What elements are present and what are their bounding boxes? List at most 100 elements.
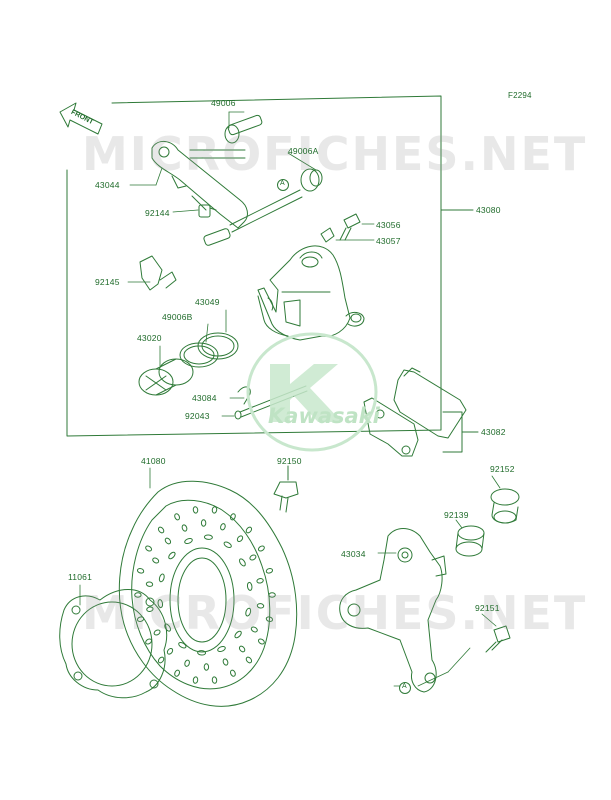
caliper-assembly-outline — [66, 95, 442, 437]
ref-mark-a-top: A — [280, 180, 285, 187]
kawasaki-logo-watermark — [246, 332, 378, 452]
disc-hole — [174, 669, 181, 677]
disc-hole — [197, 650, 207, 656]
disc-cooling-holes — [134, 506, 276, 684]
disc-hole — [236, 535, 244, 543]
part-label-43020: 43020 — [137, 333, 162, 343]
disc-hole — [229, 669, 236, 677]
slide-pin-upper — [224, 114, 263, 144]
disc-hole — [211, 506, 218, 514]
disc-hole — [181, 524, 188, 532]
disc-hole — [256, 578, 264, 584]
part-label-92151: 92151 — [475, 603, 500, 613]
part-label-92043: 92043 — [185, 411, 210, 421]
disc-hole — [178, 641, 187, 649]
caliper-bracket — [151, 141, 248, 229]
part-label-11061: 11061 — [68, 572, 93, 582]
disc-hole — [268, 592, 276, 598]
part-label-49006B: 49006B — [162, 312, 193, 322]
disc-hole — [157, 656, 165, 664]
disc-hole — [203, 663, 210, 671]
figure-code: F2294 — [508, 91, 532, 100]
disc-hole — [265, 568, 274, 574]
disc-hole — [257, 545, 265, 552]
piston — [138, 358, 194, 396]
disc-hole — [220, 523, 226, 531]
part-label-43057: 43057 — [376, 236, 401, 246]
disc-hole — [245, 526, 253, 534]
part-label-43049: 43049 — [195, 297, 220, 307]
disc-hole — [136, 568, 145, 574]
part-label-43056: 43056 — [376, 220, 401, 230]
caliper-holder — [339, 528, 447, 693]
bleed-cap — [320, 227, 335, 243]
disc-hole — [184, 659, 190, 667]
part-label-43044: 43044 — [95, 180, 120, 190]
disc-hole — [211, 676, 218, 684]
part-label-43084: 43084 — [192, 393, 217, 403]
watermark-bottom: MICROFICHES.NET — [82, 586, 588, 640]
ref-marker-a-bottom — [399, 682, 411, 694]
caliper-body — [257, 245, 365, 341]
disc-hole — [153, 629, 161, 636]
disc-hole — [174, 513, 181, 521]
disc-hole — [245, 656, 253, 664]
part-label-92144: 92144 — [145, 208, 170, 218]
disc-hole — [157, 599, 164, 609]
disc-hole — [238, 645, 246, 653]
leader-lines — [79, 111, 501, 687]
disc-hole — [145, 638, 153, 645]
clip-92144 — [198, 204, 217, 218]
disc-hole — [223, 541, 232, 549]
part-label-43034: 43034 — [341, 549, 366, 559]
collar-92139 — [455, 525, 485, 557]
bleed-valve — [339, 213, 361, 241]
disc-hole — [250, 626, 258, 633]
disc-hole — [145, 545, 153, 552]
part-label-49006: 49006 — [211, 98, 236, 108]
disc-hole — [134, 592, 142, 598]
part-label-92139: 92139 — [444, 510, 469, 520]
part-label-49006A: 49006A — [288, 146, 319, 156]
bracket-43082 — [442, 411, 479, 453]
disc-hole — [184, 537, 193, 545]
disc-hole — [222, 658, 229, 666]
seal-49006B — [179, 342, 219, 368]
collar-92152 — [490, 488, 520, 524]
brake-pad-set — [363, 367, 467, 457]
front-arrow-icon — [59, 102, 103, 135]
disc-hole — [166, 647, 174, 655]
ref-marker-a-top — [277, 179, 289, 191]
disc-hole — [257, 638, 265, 645]
brake-disc — [118, 480, 298, 707]
disc-hole — [229, 513, 236, 521]
pad-spring — [139, 255, 177, 291]
part-label-41080: 41080 — [141, 456, 166, 466]
disc-hole — [192, 506, 199, 514]
disc-hole — [152, 557, 160, 564]
disc-bolt — [273, 465, 299, 513]
ref-mark-a-bottom: A — [402, 683, 407, 690]
disc-hole — [234, 630, 242, 639]
part-label-43080: 43080 — [476, 205, 501, 215]
part-label-92145: 92145 — [95, 277, 120, 287]
disc-hole — [145, 581, 154, 587]
part-label-92150: 92150 — [277, 456, 302, 466]
disc-hole — [249, 554, 257, 561]
slide-pin-lower — [203, 189, 303, 246]
logo-text: Kawasaki — [268, 404, 380, 428]
disc-hole — [168, 551, 176, 560]
disc-hole — [146, 606, 154, 612]
watermark-top: MICROFICHES.NET — [82, 127, 588, 181]
part-label-43082: 43082 — [481, 427, 506, 437]
gasket — [59, 589, 168, 699]
disc-hole — [265, 616, 274, 622]
disc-hole — [200, 519, 207, 527]
part-label-92152: 92152 — [490, 464, 515, 474]
disc-hole — [203, 534, 213, 540]
holder-bolt — [485, 625, 511, 653]
disc-hole — [164, 537, 172, 545]
disc-hole — [246, 581, 253, 591]
disc-hole — [158, 573, 165, 583]
